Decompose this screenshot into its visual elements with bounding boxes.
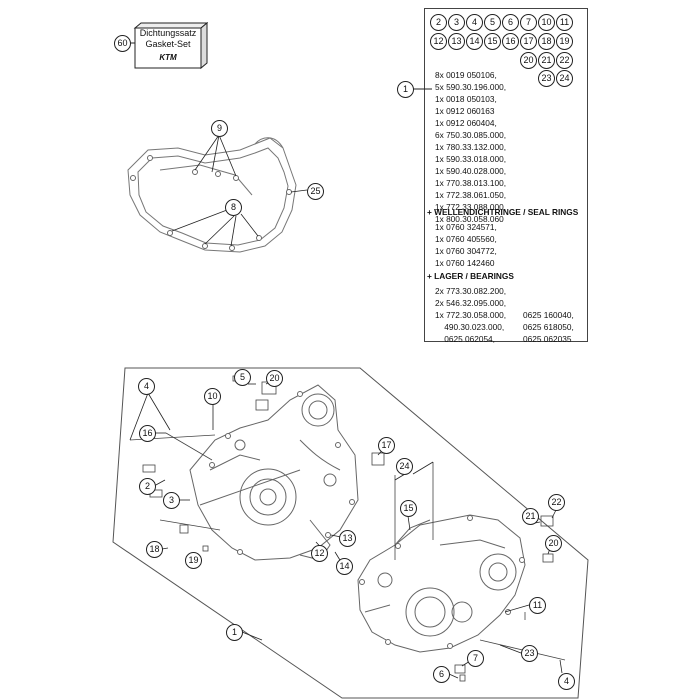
bearings-list: 2x 773.30.082.200, 2x 546.32.095.000, 1x 7… <box>435 285 506 345</box>
callout-5[interactable]: 5 <box>234 369 251 386</box>
list-item: 1x 770.38.013.100, <box>435 178 507 188</box>
part-number-3[interactable]: 3 <box>448 14 465 31</box>
callout-20-right[interactable]: 20 <box>545 535 562 552</box>
callout-7[interactable]: 7 <box>467 650 484 667</box>
list-item: 1x 0912 060404, <box>435 118 497 128</box>
part-number-20[interactable]: 20 <box>520 52 537 69</box>
callout-9[interactable]: 9 <box>211 120 228 137</box>
list-item: 0625 160040, <box>523 310 574 320</box>
callout-14[interactable]: 14 <box>336 558 353 575</box>
callout-16[interactable]: 16 <box>139 425 156 442</box>
callout-3[interactable]: 3 <box>163 492 180 509</box>
list-item: 1x 0018 050103, <box>435 94 497 104</box>
callout-10[interactable]: 10 <box>204 388 221 405</box>
part-number-23[interactable]: 23 <box>538 70 555 87</box>
part-number-18[interactable]: 18 <box>538 33 555 50</box>
part-number-6[interactable]: 6 <box>502 14 519 31</box>
list-item: 1x 772.38.061.050, <box>435 190 507 200</box>
callout-24[interactable]: 24 <box>396 458 413 475</box>
list-item: 5x 590.30.196.000, <box>435 82 507 92</box>
list-item: 1x 0760 142460 <box>435 258 495 268</box>
part-number-19[interactable]: 19 <box>556 33 573 50</box>
gasket-box-outline <box>133 22 208 70</box>
callout-23[interactable]: 23 <box>521 645 538 662</box>
list-item: 2x 546.32.095.000, <box>435 298 507 308</box>
list-item: 1x 0760 405560, <box>435 234 497 244</box>
list-item: 1x 0760 304772, <box>435 246 497 256</box>
list-item: 6x 750.30.085.000, <box>435 130 507 140</box>
part-number-5[interactable]: 5 <box>484 14 501 31</box>
callout-6[interactable]: 6 <box>433 666 450 683</box>
part-number-4[interactable]: 4 <box>466 14 483 31</box>
callout-1-parts-list[interactable]: 1 <box>397 81 414 98</box>
part-number-12[interactable]: 12 <box>430 33 447 50</box>
callout-18[interactable]: 18 <box>146 541 163 558</box>
list-item: 1x 780.33.132.000, <box>435 142 507 152</box>
ktm-logo: KTM <box>159 53 177 62</box>
part-number-21[interactable]: 21 <box>538 52 555 69</box>
list-item: 1x 590.33.018.000, <box>435 154 507 164</box>
callout-2[interactable]: 2 <box>139 478 156 495</box>
gasket-set-box: Dichtungssatz Gasket-Set KTM <box>133 22 208 70</box>
part-number-16[interactable]: 16 <box>502 33 519 50</box>
callout-8[interactable]: 8 <box>225 199 242 216</box>
list-item: 490.30.023.000, <box>435 322 505 332</box>
callout-1-engine[interactable]: 1 <box>226 624 243 641</box>
seal-rings-list: 1x 0760 324571, 1x 0760 405560, 1x 0760 30… <box>435 221 497 269</box>
bearings-list-right: 0625 160040, 0625 618050, 0625 062035 <box>523 309 574 345</box>
callout-11[interactable]: 11 <box>529 597 546 614</box>
list-item: 0625 062054, <box>435 334 495 344</box>
gasket-set-title-en: Gasket-Set <box>145 39 191 49</box>
callout-21[interactable]: 21 <box>522 508 539 525</box>
callout-15[interactable]: 15 <box>400 500 417 517</box>
callout-60[interactable]: 60 <box>114 35 131 52</box>
part-number-14[interactable]: 14 <box>466 33 483 50</box>
part-number-13[interactable]: 13 <box>448 33 465 50</box>
callout-4-left[interactable]: 4 <box>138 378 155 395</box>
part-number-22[interactable]: 22 <box>556 52 573 69</box>
list-item: 1x 0760 324571, <box>435 222 497 232</box>
list-item: 2x 773.30.082.200, <box>435 286 507 296</box>
list-item: 1x 590.40.028.000, <box>435 166 507 176</box>
bearings-heading: + LAGER / BEARINGS <box>427 271 514 281</box>
callout-17[interactable]: 17 <box>378 437 395 454</box>
list-item: 1x 772.33.088.000, <box>435 202 507 212</box>
list-item: 8x 0019 050106, <box>435 70 497 80</box>
part-number-15[interactable]: 15 <box>484 33 501 50</box>
callout-19[interactable]: 19 <box>185 552 202 569</box>
part-number-11[interactable]: 11 <box>556 14 573 31</box>
callout-22[interactable]: 22 <box>548 494 565 511</box>
seal-rings-heading: + WELLENDICHTRINGE / SEAL RINGS <box>427 207 579 217</box>
list-item: 1x 0912 060163 <box>435 106 495 116</box>
callout-12[interactable]: 12 <box>311 545 328 562</box>
callout-20-left[interactable]: 20 <box>266 370 283 387</box>
list-item: 1x 772.30.058.000, <box>435 310 507 320</box>
part-number-10[interactable]: 10 <box>538 14 555 31</box>
part-number-7[interactable]: 7 <box>520 14 537 31</box>
list-item: 0625 618050, <box>523 322 574 332</box>
part-number-17[interactable]: 17 <box>520 33 537 50</box>
callout-4-right[interactable]: 4 <box>558 673 575 690</box>
list-item: 1x 800.30.058.060 <box>435 214 504 224</box>
list-item: 0625 062035 <box>523 334 572 344</box>
screw-list: 8x 0019 050106, 5x 590.30.196.000, 1x 0018… <box>435 69 506 225</box>
part-number-24[interactable]: 24 <box>556 70 573 87</box>
callout-25[interactable]: 25 <box>307 183 324 200</box>
callout-13[interactable]: 13 <box>339 530 356 547</box>
part-number-2[interactable]: 2 <box>430 14 447 31</box>
gasket-set-title-de: Dichtungssatz <box>139 28 197 38</box>
